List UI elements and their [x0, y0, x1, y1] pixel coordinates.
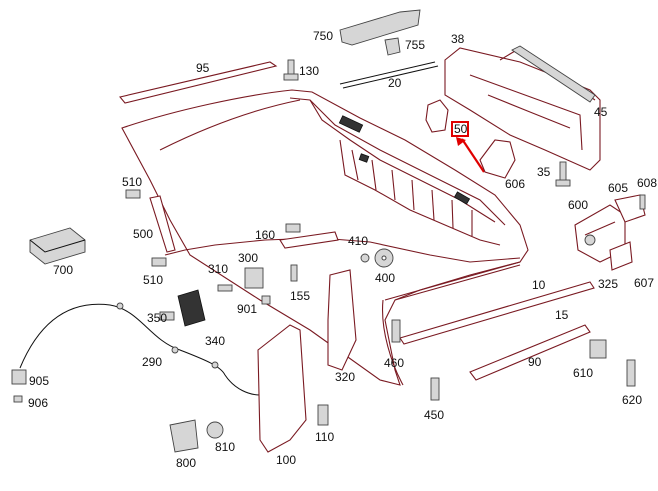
bolt-460: [391, 319, 401, 343]
label-755: 755: [405, 38, 425, 52]
label-90: 90: [528, 355, 542, 369]
bracket-320: [327, 269, 357, 371]
label-750: 750: [313, 29, 333, 43]
label-460: 460: [384, 356, 404, 370]
clip-607: [609, 241, 633, 271]
bolt-35: [555, 161, 571, 187]
bracket-500: [149, 195, 176, 253]
bolt-130: [283, 59, 299, 81]
bracket-340: [177, 289, 206, 327]
nut-410: [360, 253, 370, 263]
label-620: 620: [622, 393, 642, 407]
label-500: 500: [133, 227, 153, 241]
label-160: 160: [255, 228, 275, 242]
label-901: 901: [237, 302, 257, 316]
bolt-310: [217, 284, 233, 292]
label-35: 35: [537, 165, 551, 179]
strip-10: [384, 261, 521, 301]
strip-90: [469, 324, 591, 381]
label-325: 325: [598, 277, 618, 291]
label-310: 310: [208, 262, 228, 276]
bracket-605: [614, 194, 646, 223]
label-15: 15: [555, 308, 569, 322]
bracket-160: [279, 223, 339, 249]
label-608: 608: [637, 176, 657, 190]
clip-620: [626, 359, 636, 387]
washer-400: [374, 248, 394, 268]
sensor-800: [169, 419, 199, 453]
clip-906: [13, 395, 23, 403]
label-610: 610: [573, 366, 593, 380]
label-110: 110: [315, 430, 334, 444]
clip-510-top: [125, 189, 141, 199]
label-510-top: 510: [122, 175, 142, 189]
bolt-450: [430, 377, 440, 401]
part-50[interactable]: [425, 99, 485, 173]
clip-510-bottom: [151, 257, 167, 267]
label-410: 410: [348, 234, 368, 248]
label-20: 20: [388, 76, 402, 90]
label-700: 700: [53, 263, 73, 277]
label-290: 290: [142, 355, 162, 369]
sensor-610: [589, 339, 607, 359]
label-10: 10: [532, 278, 546, 292]
label-600: 600: [568, 198, 588, 212]
label-906: 906: [28, 396, 48, 410]
label-300: 300: [238, 251, 258, 265]
label-340: 340: [205, 334, 225, 348]
label-155: 155: [290, 289, 310, 303]
bracket-750: [339, 9, 421, 46]
strip-95: [119, 61, 278, 104]
strip-15: [399, 281, 595, 345]
label-607: 607: [634, 276, 654, 290]
label-50: 50: [454, 122, 468, 136]
sensor-300: [244, 267, 264, 289]
label-606: 606: [505, 177, 525, 191]
bumper-inner-ribs: [309, 99, 501, 246]
callout-labels: 750 755 38 95 130 20 45 50 606 35 605 60…: [28, 29, 657, 470]
bracket-606: [479, 139, 516, 179]
bracket-755: [384, 37, 401, 56]
label-130: 130: [299, 64, 319, 78]
label-810: 810: [215, 440, 235, 454]
clip-110: [317, 404, 329, 426]
housing-600: [574, 204, 626, 263]
label-905: 905: [29, 374, 49, 388]
screw-155: [290, 264, 298, 282]
ring-810: [206, 421, 224, 439]
label-38: 38: [451, 32, 465, 46]
bracket-100: [257, 324, 307, 453]
harness-290: [19, 302, 261, 396]
connector-905: [11, 369, 27, 385]
label-320: 320: [335, 370, 355, 384]
label-605: 605: [608, 181, 628, 195]
pin-608: [639, 194, 646, 210]
screw-350: [159, 311, 175, 321]
label-450: 450: [424, 408, 444, 422]
diffuser-trim-strip: [511, 45, 596, 103]
label-45: 45: [594, 105, 608, 119]
label-800: 800: [176, 456, 196, 470]
strip-20: [339, 61, 439, 89]
label-350: 350: [147, 311, 167, 325]
rear-diffuser: [444, 47, 601, 171]
label-510-bottom: 510: [143, 273, 163, 287]
label-95: 95: [196, 61, 210, 75]
module-700: [29, 227, 86, 265]
label-400: 400: [375, 271, 395, 285]
label-100: 100: [276, 453, 296, 467]
clip-901: [261, 295, 271, 305]
